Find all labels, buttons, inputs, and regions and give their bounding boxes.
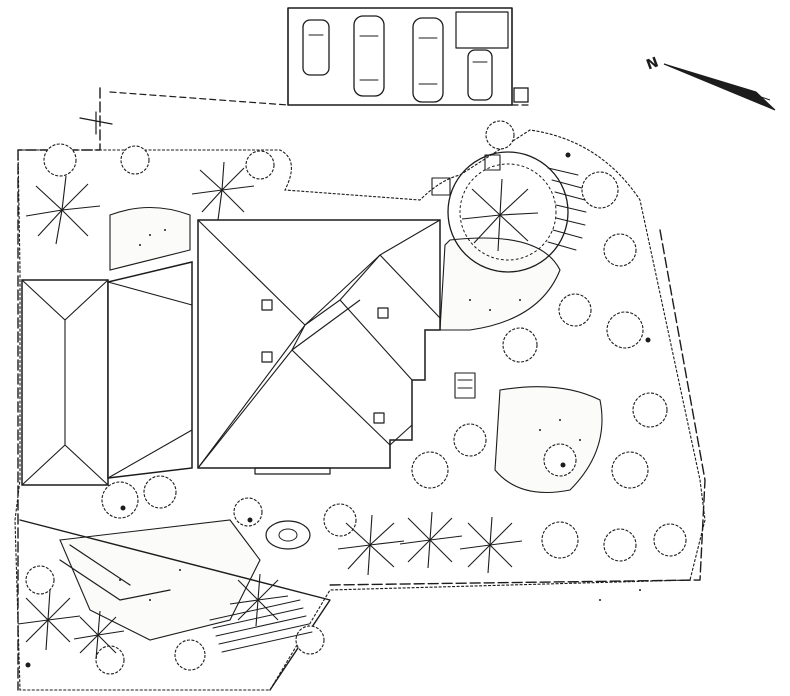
car-4 xyxy=(467,49,493,101)
property-boundary xyxy=(17,87,706,691)
palm-tree xyxy=(229,573,289,627)
north-arrow-label: N xyxy=(644,54,660,73)
guest-house-roof xyxy=(21,279,109,486)
parking-court xyxy=(109,7,531,106)
palm-tree xyxy=(399,511,463,569)
garden-fountain xyxy=(265,520,311,550)
car-3 xyxy=(412,17,444,103)
car-1 xyxy=(302,19,330,76)
planting-stipple xyxy=(25,152,651,668)
breezeway-roof xyxy=(107,261,193,479)
rear-lawn xyxy=(59,519,261,641)
palm-tree xyxy=(459,516,523,574)
front-lawn xyxy=(439,237,561,331)
palm-tree xyxy=(73,610,125,660)
circular-courtyard xyxy=(431,151,587,399)
palm-tree xyxy=(337,514,405,576)
palm-tree xyxy=(17,589,81,651)
palm-tree xyxy=(461,178,539,252)
main-house-roof xyxy=(197,219,441,475)
entry-lawn xyxy=(109,206,191,271)
palm-tree xyxy=(25,175,101,245)
north-arrow: N xyxy=(644,54,776,111)
palm-tree xyxy=(191,161,255,221)
palm-trees xyxy=(17,161,539,660)
garden-steps xyxy=(59,544,313,653)
car-2 xyxy=(353,15,385,97)
north-arrow-icon xyxy=(663,63,776,111)
shrub-clusters xyxy=(25,120,687,675)
